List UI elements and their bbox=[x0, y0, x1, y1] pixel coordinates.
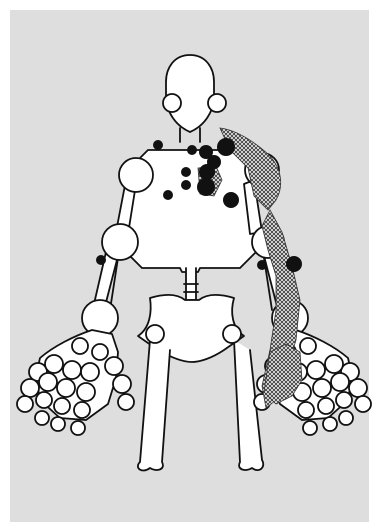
left-wrist-joint bbox=[82, 300, 118, 336]
left-hand bbox=[17, 330, 134, 435]
left-hip-joint bbox=[146, 325, 164, 343]
left-elbow-joint bbox=[102, 224, 138, 260]
left-shoulder-joint bbox=[119, 158, 153, 192]
right-tmj bbox=[208, 94, 226, 112]
right-hip-joint bbox=[223, 325, 241, 343]
left-femur bbox=[138, 340, 170, 470]
left-tmj bbox=[163, 94, 181, 112]
